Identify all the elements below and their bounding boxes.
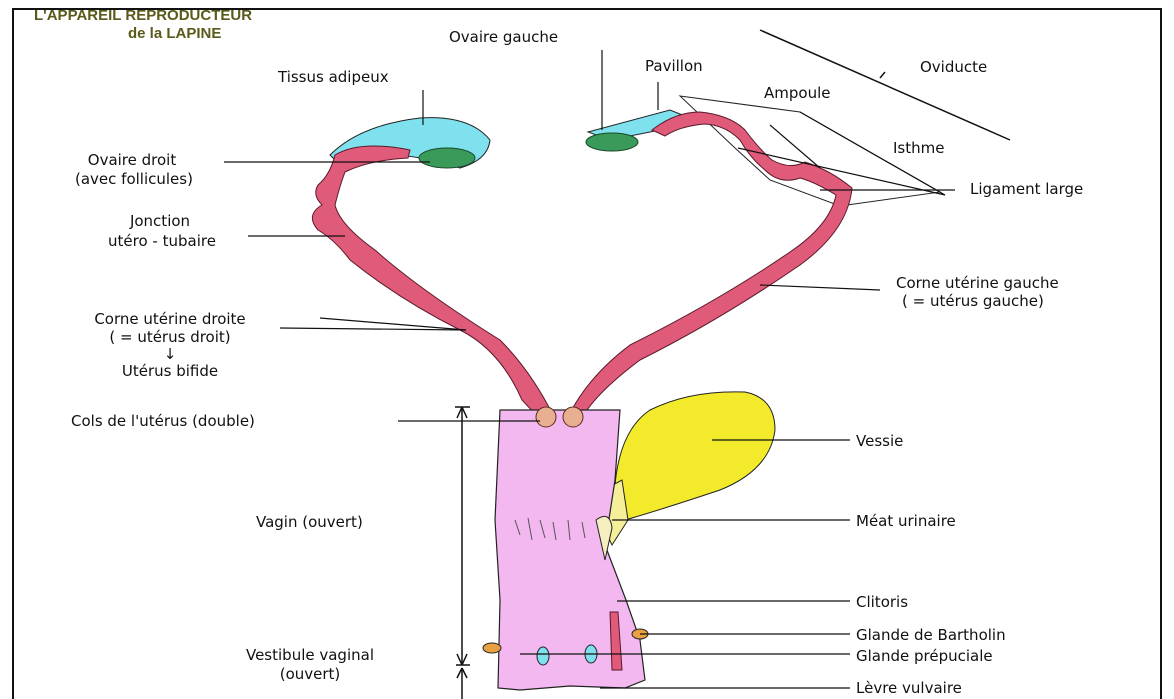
right-ovary (586, 133, 638, 151)
label-ligament-large: Ligament large (970, 180, 1083, 198)
label-glande-bartholin: Glande de Bartholin (856, 626, 1006, 644)
bladder-shape (615, 392, 775, 520)
label-ampoule: Ampoule (764, 84, 830, 102)
cervix-right (563, 407, 583, 427)
diagram-title-line1: L'APPAREIL REPRODUCTEUR (34, 8, 252, 24)
label-vessie: Vessie (856, 432, 903, 450)
left-uterine-horn (312, 146, 552, 415)
diagram-title-line2: de la LAPINE (128, 26, 221, 42)
label-corne-gauche: Corne utérine gauche (896, 274, 1059, 292)
label-uterus-gauche: ( = utérus gauche) (902, 292, 1044, 310)
label-pavillon: Pavillon (645, 57, 703, 75)
label-isthme: Isthme (893, 139, 944, 157)
label-ovaire-droit: Ovaire droit (52, 151, 212, 169)
preputial-gland-left (537, 647, 549, 665)
label-meat-urinaire: Méat urinaire (856, 512, 956, 530)
label-clitoris: Clitoris (856, 593, 908, 611)
label-uterus-bifide: Utérus bifide (60, 362, 280, 380)
label-utero-tubaire: utéro - tubaire (92, 232, 232, 250)
label-uterus-droit: ( = utérus droit) (40, 328, 300, 346)
arrow-down-icon: ↓ (150, 345, 190, 363)
label-cols-uterus: Cols de l'utérus (double) (71, 412, 255, 430)
label-vestibule-ouvert: (ouvert) (210, 665, 410, 683)
label-ovaire-gauche: Ovaire gauche (449, 28, 558, 46)
label-avec-follicules: (avec follicules) (44, 170, 224, 188)
label-glande-preputiale: Glande prépuciale (856, 647, 993, 665)
bartholin-gland-left (483, 643, 501, 653)
label-vagin: Vagin (ouvert) (256, 513, 363, 531)
label-vestibule-vaginal: Vestibule vaginal (210, 646, 410, 664)
cervix-left (536, 407, 556, 427)
label-tissus-adipeux: Tissus adipeux (278, 68, 389, 86)
label-corne-droite: Corne utérine droite (40, 310, 300, 328)
label-jonction: Jonction (100, 212, 220, 230)
left-ovary (419, 148, 475, 168)
label-oviducte: Oviducte (920, 58, 987, 76)
label-levre-vulvaire: Lèvre vulvaire (856, 679, 962, 697)
